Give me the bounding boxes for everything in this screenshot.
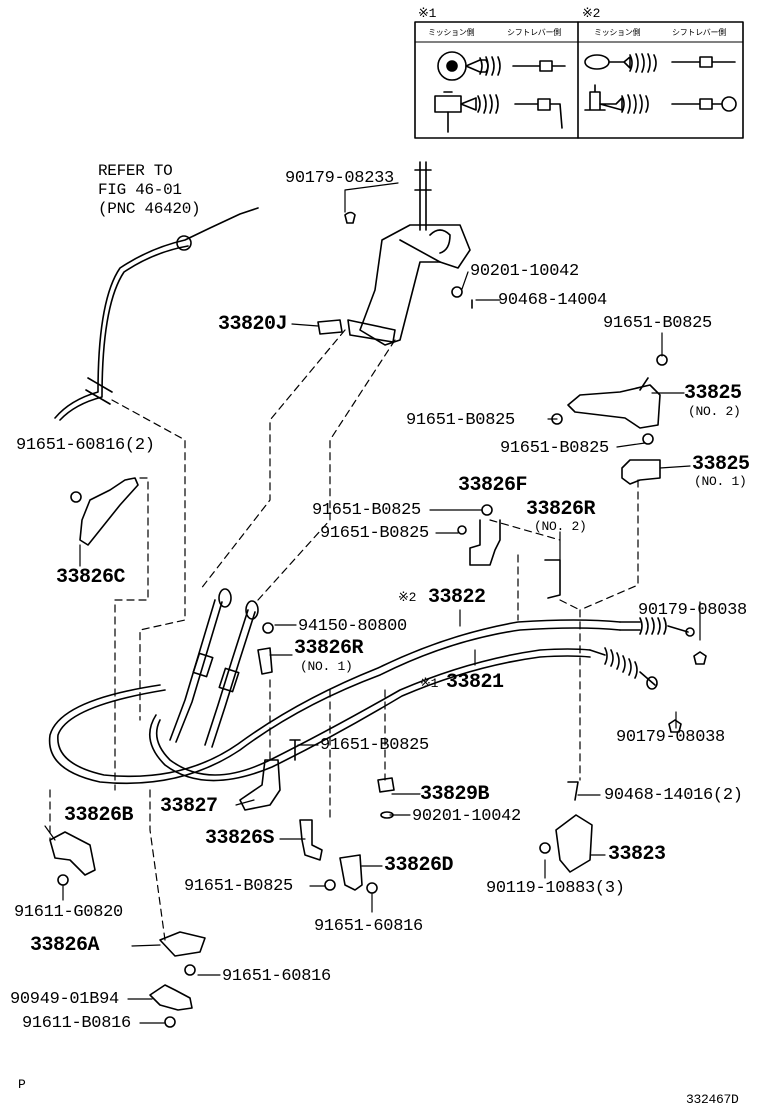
part-label-90949-01B94: 90949-01B94 [10,990,119,1009]
part-label-33825-no1: 33825 [692,453,750,476]
part-label-91611-G0820: 91611-G0820 [14,903,123,922]
inset-mark-2: ※2 [582,6,601,21]
part-label-90201-10042-bot: 90201-10042 [412,807,521,826]
part-label-90201-10042-top: 90201-10042 [470,262,579,281]
part-label-91651-B0825-b: 91651-B0825 [406,411,515,430]
part-label-33826A: 33826A [30,934,100,957]
part-label-33825-no1-sub: (NO. 1) [694,474,747,489]
inset-col-shift-2: シフトレバー側 [672,29,726,38]
part-label-91651-B0825-e: 91651-B0825 [320,524,429,543]
part-label-33826R-no1: 33826R [294,637,364,660]
reference-line-2: FIG 46-01 [98,181,182,199]
reference-cable [54,207,259,421]
part-label-90179-08233: 90179-08233 [285,169,394,188]
part-label-90179-08038-b: 90179-08038 [616,728,725,747]
part-label-33826C: 33826C [56,566,126,589]
part-label-33825-no2: 33825 [684,382,742,405]
part-label-91651-B0825-a: 91651-B0825 [603,314,712,333]
part-label-33826R-no1-sub: (NO. 1) [300,659,353,674]
part-label-33826S: 33826S [205,827,275,850]
part-label-91651-B0825-g: 91651-B0825 [184,877,293,896]
reference-line-1: REFER TO [98,162,173,180]
part-label-91611-B0816: 91611-B0816 [22,1014,131,1033]
shift-lever-housing [317,161,473,346]
part-label-91651-60816-2: 91651-60816(2) [16,436,155,455]
part-label-94150-80800: 94150-80800 [298,617,407,636]
dashed-leaders [49,329,639,941]
part-label-33826B: 33826B [64,804,134,827]
part-label-33827: 33827 [160,795,218,818]
part-label-33826D: 33826D [384,854,454,877]
part-label-33823: 33823 [608,843,666,866]
bracket-33826F [457,504,561,599]
part-label-91651-B0825-f: 91651-B0825 [320,736,429,755]
inset-box [414,21,744,139]
part-label-90179-08038-a: 90179-08038 [638,601,747,620]
inset-col-mission-1: ミッション側 [428,29,475,38]
part-label-33820J: 33820J [218,313,288,336]
mark-x1: ※1 [420,676,439,691]
part-label-33829B: 33829B [420,783,490,806]
part-label-33826R-no2: 33826R [526,498,596,521]
small-parts [49,622,593,1028]
bracket-33825 [551,354,668,485]
part-label-90468-14004: 90468-14004 [498,291,607,310]
footer-left-mark: P [18,1077,26,1092]
part-label-91651-60816: 91651-60816 [314,917,423,936]
part-label-90468-14016-2: 90468-14016(2) [604,786,743,805]
mark-x2: ※2 [398,590,417,605]
reference-line-3: (PNC 46420) [98,200,201,218]
part-label-33826R-no2-sub: (NO. 2) [534,519,587,534]
part-label-33822: 33822 [428,586,486,609]
part-label-91651-B0825-c: 91651-B0825 [500,439,609,458]
part-label-33826F: 33826F [458,474,528,497]
part-label-33825-no2-sub: (NO. 2) [688,404,741,419]
part-label-33821: 33821 [446,671,504,694]
bracket-33826C [70,477,139,546]
label-leaders [44,182,701,1024]
inset-col-mission-2: ミッション側 [594,29,641,38]
part-label-91651-B0825-d: 91651-B0825 [312,501,421,520]
diagram-code: 332467D [686,1092,739,1107]
inset-col-shift-1: シフトレバー側 [507,29,561,38]
main-cables [48,588,707,785]
part-label-90119-10883-3: 90119-10883(3) [486,879,625,898]
inset-mark-1: ※1 [418,6,437,21]
part-label-91651-60816-b: 91651-60816 [222,967,331,986]
